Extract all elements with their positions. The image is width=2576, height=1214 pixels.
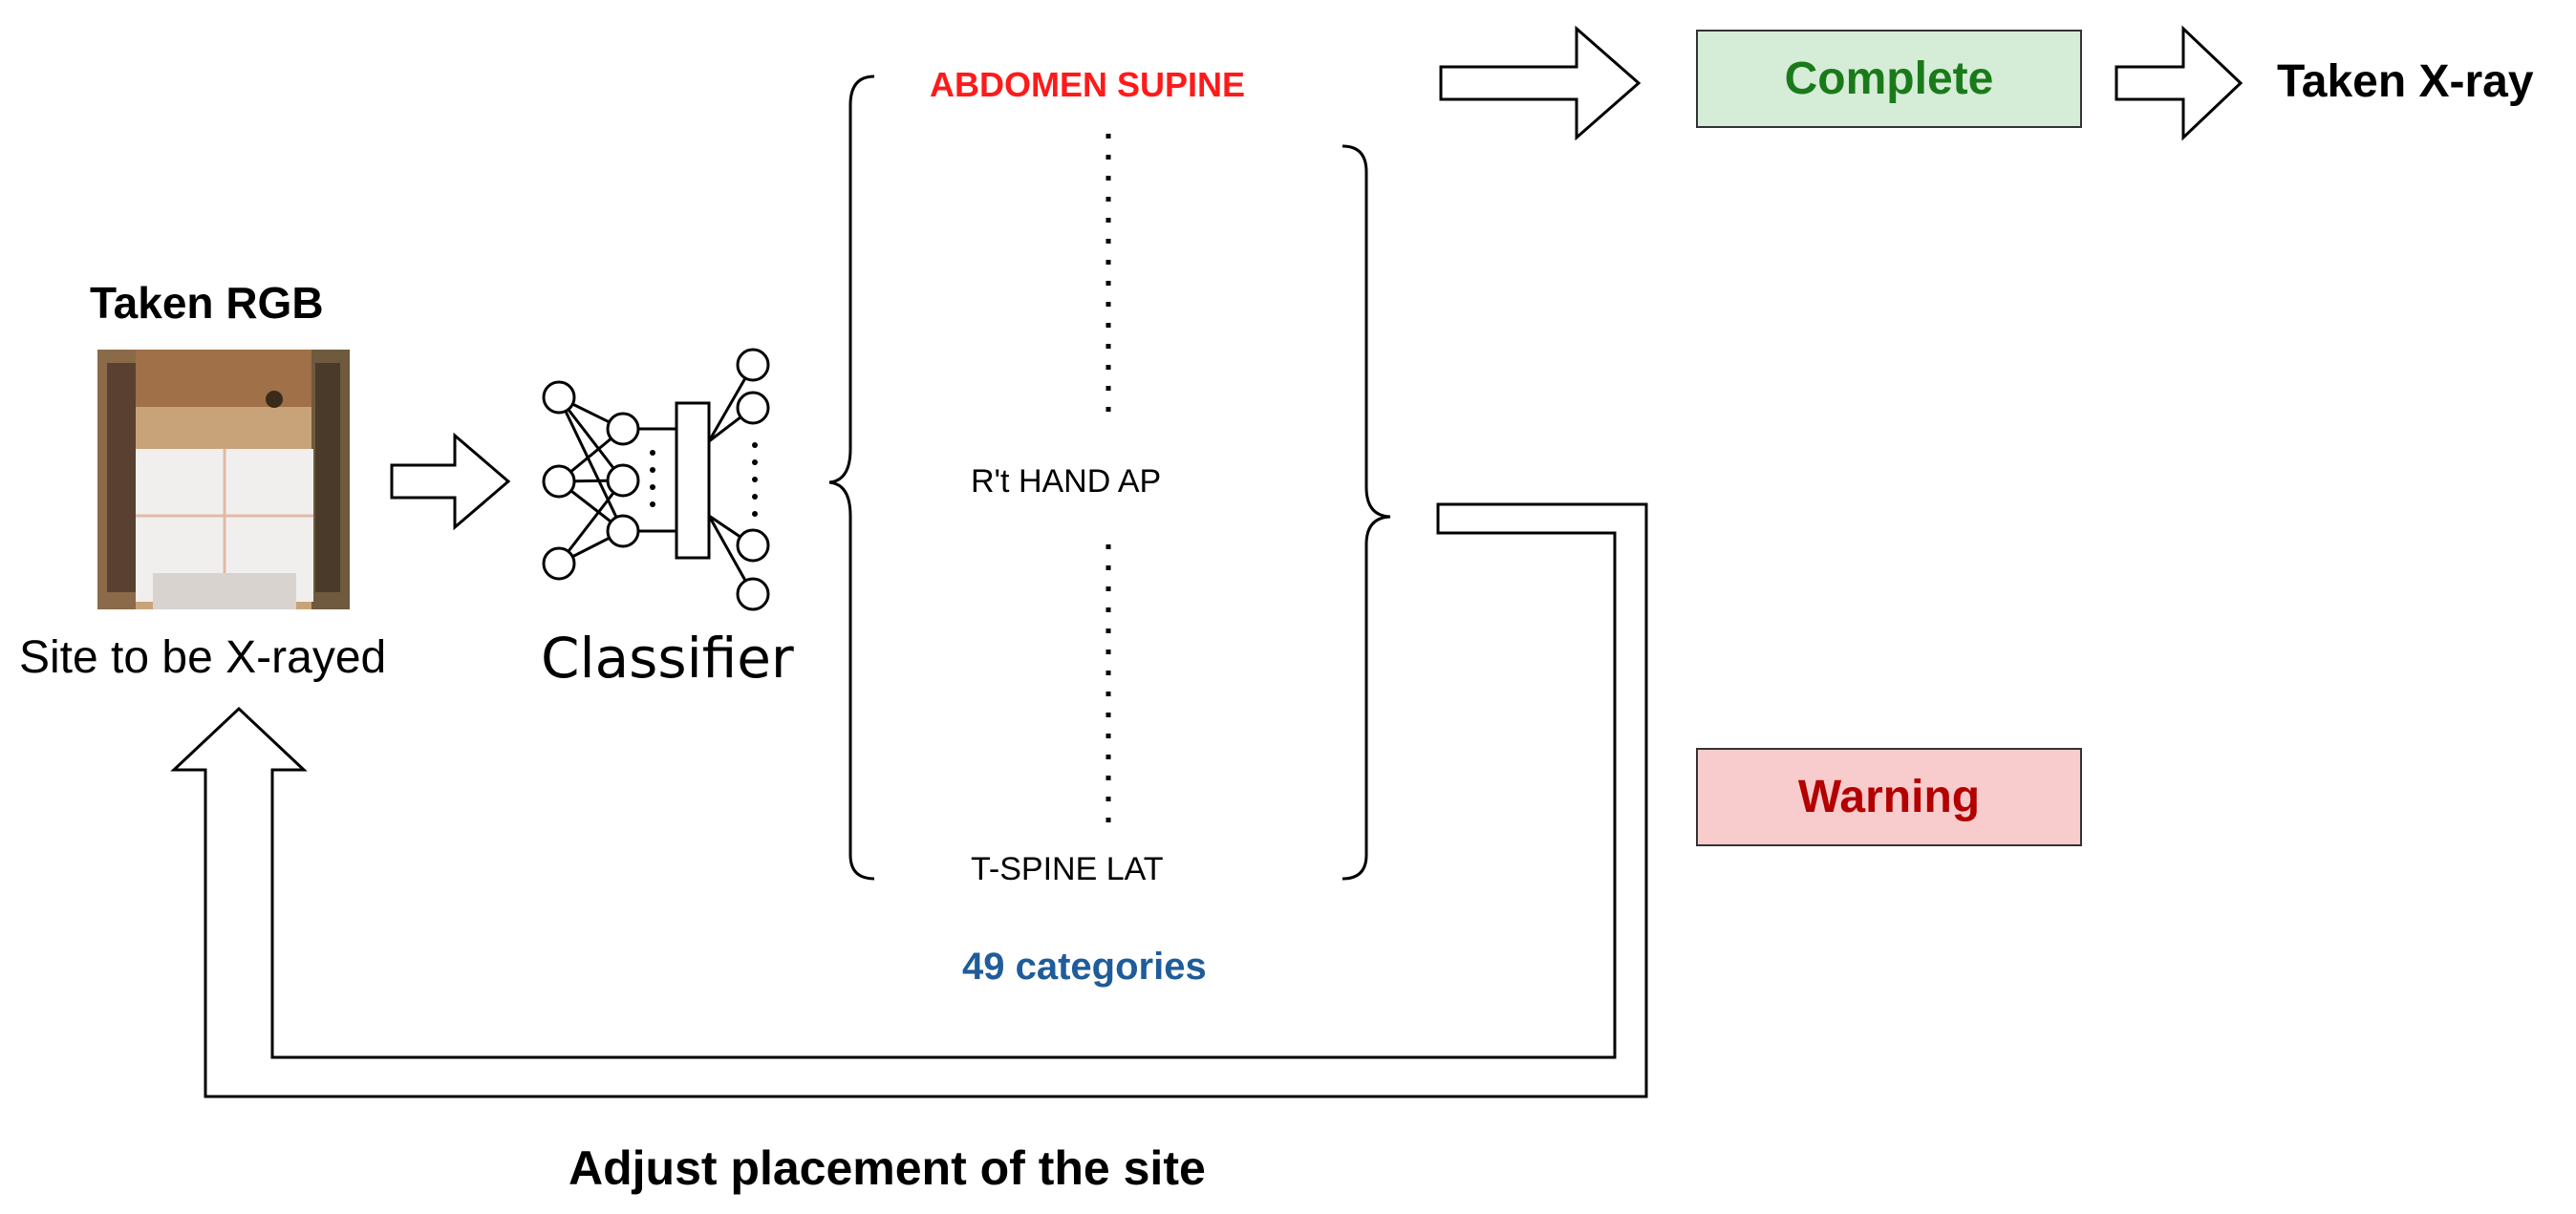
input-title: Taken RGB — [90, 278, 324, 328]
warning-box: Warning — [1696, 748, 2082, 846]
feedback-label: Adjust placement of the site — [569, 1141, 1206, 1195]
right-curly-brace — [1342, 144, 1391, 881]
network-dots — [650, 442, 758, 517]
category-first: ABDOMEN SUPINE — [930, 65, 1246, 104]
complete-label: Complete — [1784, 53, 1994, 104]
category-last: T-SPINE LAT — [971, 851, 1164, 887]
result-arrow — [2114, 25, 2243, 141]
classifier-label: Classifier — [541, 626, 794, 691]
left-curly-brace — [828, 75, 875, 881]
result-label: Taken X-ray — [2277, 56, 2534, 107]
category-middle: R't HAND AP — [971, 463, 1162, 500]
input-caption: Site to be X-rayed — [19, 632, 387, 683]
input-arrow — [390, 432, 511, 531]
complete-arrow — [1439, 25, 1642, 141]
warning-label: Warning — [1797, 772, 1981, 822]
category-count: 49 categories — [962, 946, 1207, 988]
feedback-loop-arrow — [170, 502, 1648, 1098]
neural-network-icon — [542, 348, 770, 611]
complete-box: Complete — [1696, 30, 2082, 128]
patient-photo — [97, 350, 350, 609]
